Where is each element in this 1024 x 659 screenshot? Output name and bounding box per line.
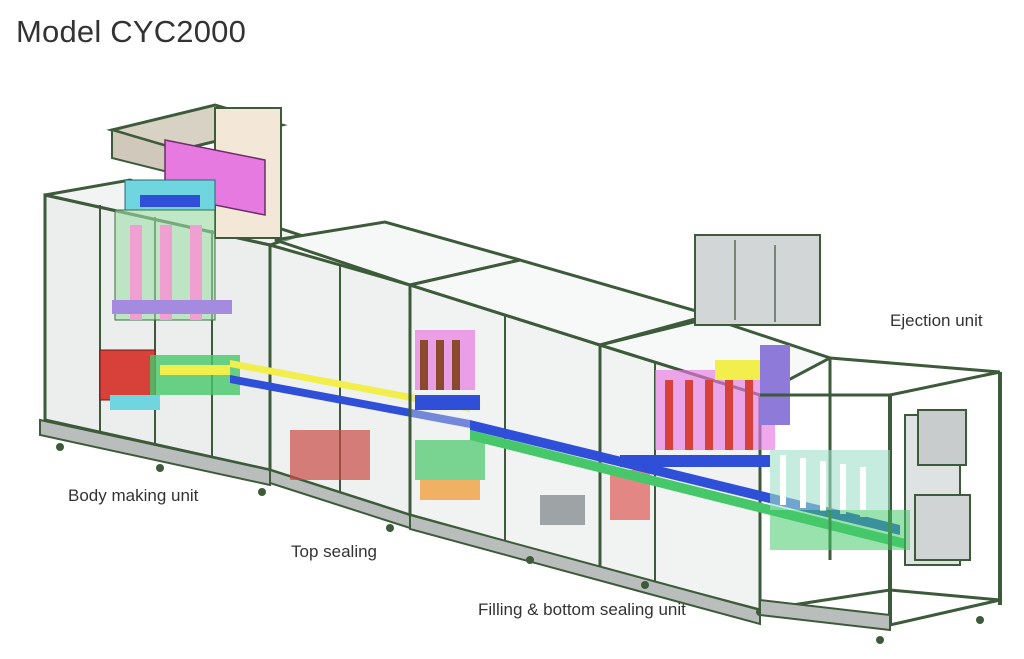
body-base	[39, 418, 271, 487]
top-sealing-section	[230, 220, 521, 532]
filler-heads-1	[415, 330, 485, 500]
filler-heads-2	[610, 345, 790, 520]
ejection-unit-label: Ejection unit	[890, 311, 983, 330]
filling-bottom-sealing-section	[404, 234, 910, 626]
body-making-unit-section	[39, 103, 305, 496]
page-title: Model CYC2000	[16, 14, 247, 49]
control-cabinet	[694, 234, 821, 326]
body-making-unit-label: Body making unit	[68, 486, 199, 505]
ejection-unit-section	[759, 356, 1002, 644]
filling-bottom-sealing-label: Filling & bottom sealing unit	[478, 600, 686, 619]
top-sealing-label: Top sealing	[291, 542, 378, 561]
